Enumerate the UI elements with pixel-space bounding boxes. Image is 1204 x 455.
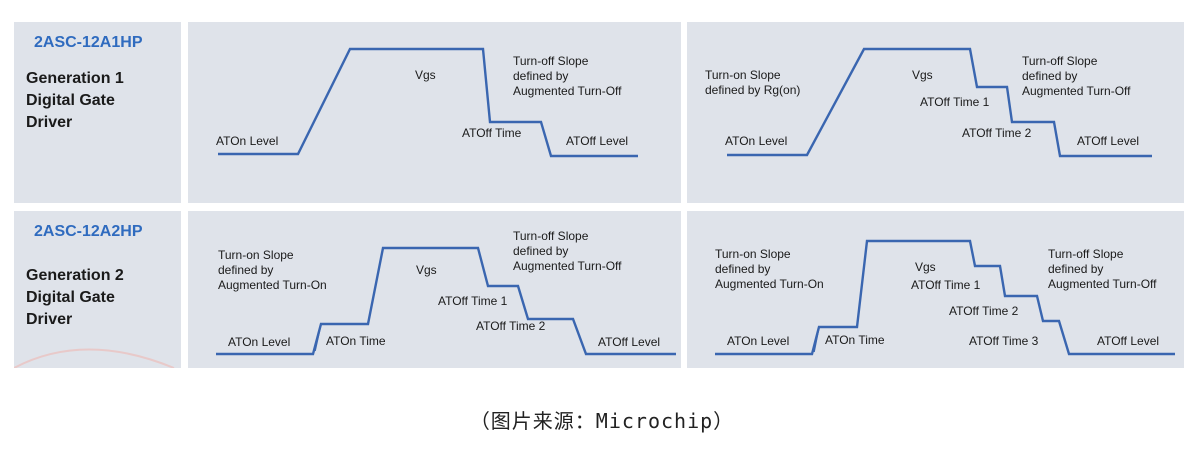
row2-right-vgs-label: Vgs [915,260,936,274]
row1-right-atoff-level: ATOff Level [1077,134,1139,148]
row1-left-vgs-waveform [218,47,638,158]
row1-left-atoff-level: ATOff Level [566,134,628,148]
row2-left-atoff-time2: ATOff Time 2 [476,319,546,333]
row2-right-panel: Turn-on Slope defined by Augmented Turn-… [687,211,1184,368]
row2-gen-line2: Digital Gate [26,289,115,306]
row2-left-atoff-time1: ATOff Time 1 [438,294,508,308]
row2-right-turnon-line3: Augmented Turn-On [715,277,824,291]
row2-left-atoff-level: ATOff Level [598,335,660,349]
row1-left-waveform-diagram: Vgs Turn-off Slope defined by Augmented … [216,47,638,158]
row2-label-panel: 2ASC-12A2HP Generation 2 Digital Gate Dr… [14,211,181,368]
row2-right-atoff-time1: ATOff Time 1 [911,278,981,292]
row2-right-turnoff-line1: Turn-off Slope [1048,247,1124,261]
row1-left-turnoff-line2: defined by [513,69,568,83]
row1-left-panel: Vgs Turn-off Slope defined by Augmented … [188,22,681,203]
row2-left-aton-level: ATOn Level [228,335,290,349]
row2-left-turnoff-line1: Turn-off Slope [513,229,589,243]
row1-right-vgs-waveform [727,47,1152,158]
row2-part-number: 2ASC-12A2HP [34,223,143,240]
row1-left-atoff-time: ATOff Time [462,126,522,140]
row1-right-turnoff-line3: Augmented Turn-Off [1022,84,1131,98]
row2-right-turnoff-line2: defined by [1048,262,1103,276]
row2-generation-title: Generation 2 Digital Gate Driver [26,265,124,331]
row2-left-turnoff-line3: Augmented Turn-Off [513,259,622,273]
row1-left-vgs-label: Vgs [415,68,436,82]
row1-gen-line3: Driver [26,114,73,131]
row1-right-waveform-diagram: Turn-on Slope defined by Rg(on) Vgs Turn… [705,47,1152,158]
row2-right-aton-level: ATOn Level [727,334,789,348]
row2-left-turnon-line2: defined by [218,263,273,277]
row1-right-turnon-line2: defined by Rg(on) [705,83,800,97]
row2-right-atoff-time2: ATOff Time 2 [949,304,1019,318]
row2-right-atoff-time3: ATOff Time 3 [969,334,1039,348]
row1-right-turnoff-line2: defined by [1022,69,1077,83]
row1-left-turnoff-line1: Turn-off Slope [513,54,589,68]
row2-right-aton-time: ATOn Time [825,333,885,347]
row2-right-turnon-line2: defined by [715,262,770,276]
row2-left-waveform-diagram: Turn-on Slope defined by Augmented Turn-… [216,229,676,356]
row2-gen-line3: Driver [26,311,73,328]
row2-left-aton-time: ATOn Time [326,334,386,348]
row2-left-turnon-line1: Turn-on Slope [218,248,294,262]
row2-right-aton-time-tick [813,326,820,353]
row2-right-waveform-diagram: Turn-on Slope defined by Augmented Turn-… [715,239,1175,356]
row2-left-aton-time-tick [314,323,322,352]
row1-label-panel: 2ASC-12A1HP Generation 1 Digital Gate Dr… [14,22,181,203]
row2-left-panel: Turn-on Slope defined by Augmented Turn-… [188,211,681,368]
row1-right-atoff-time1: ATOff Time 1 [920,95,990,109]
row1-gen-line1: Generation 1 [26,70,124,87]
row1-left-aton-level: ATOn Level [216,134,278,148]
row2-label-decorative-arc [14,348,175,368]
row2-right-turnon-line1: Turn-on Slope [715,247,791,261]
row1-right-vgs-label: Vgs [912,68,933,82]
row1-right-turnon-line1: Turn-on Slope [705,68,781,82]
row1-right-turnoff-line1: Turn-off Slope [1022,54,1098,68]
row2-right-turnoff-line3: Augmented Turn-Off [1048,277,1157,291]
image-source-caption: （图片来源：Microchip） [469,409,735,433]
row1-right-panel: Turn-on Slope defined by Rg(on) Vgs Turn… [687,22,1184,203]
row2-gen-line1: Generation 2 [26,267,124,284]
row2-left-turnon-line3: Augmented Turn-On [218,278,327,292]
row2-right-vgs-waveform [715,239,1175,356]
row1-part-number: 2ASC-12A1HP [34,34,143,51]
row1-generation-title: Generation 1 Digital Gate Driver [26,68,124,134]
row1-left-turnoff-line3: Augmented Turn-Off [513,84,622,98]
row1-gen-line2: Digital Gate [26,92,115,109]
row2-left-turnoff-line2: defined by [513,244,568,258]
row2-left-vgs-label: Vgs [416,263,437,277]
row2-right-atoff-level: ATOff Level [1097,334,1159,348]
row1-right-aton-level: ATOn Level [725,134,787,148]
row1-right-atoff-time2: ATOff Time 2 [962,126,1032,140]
